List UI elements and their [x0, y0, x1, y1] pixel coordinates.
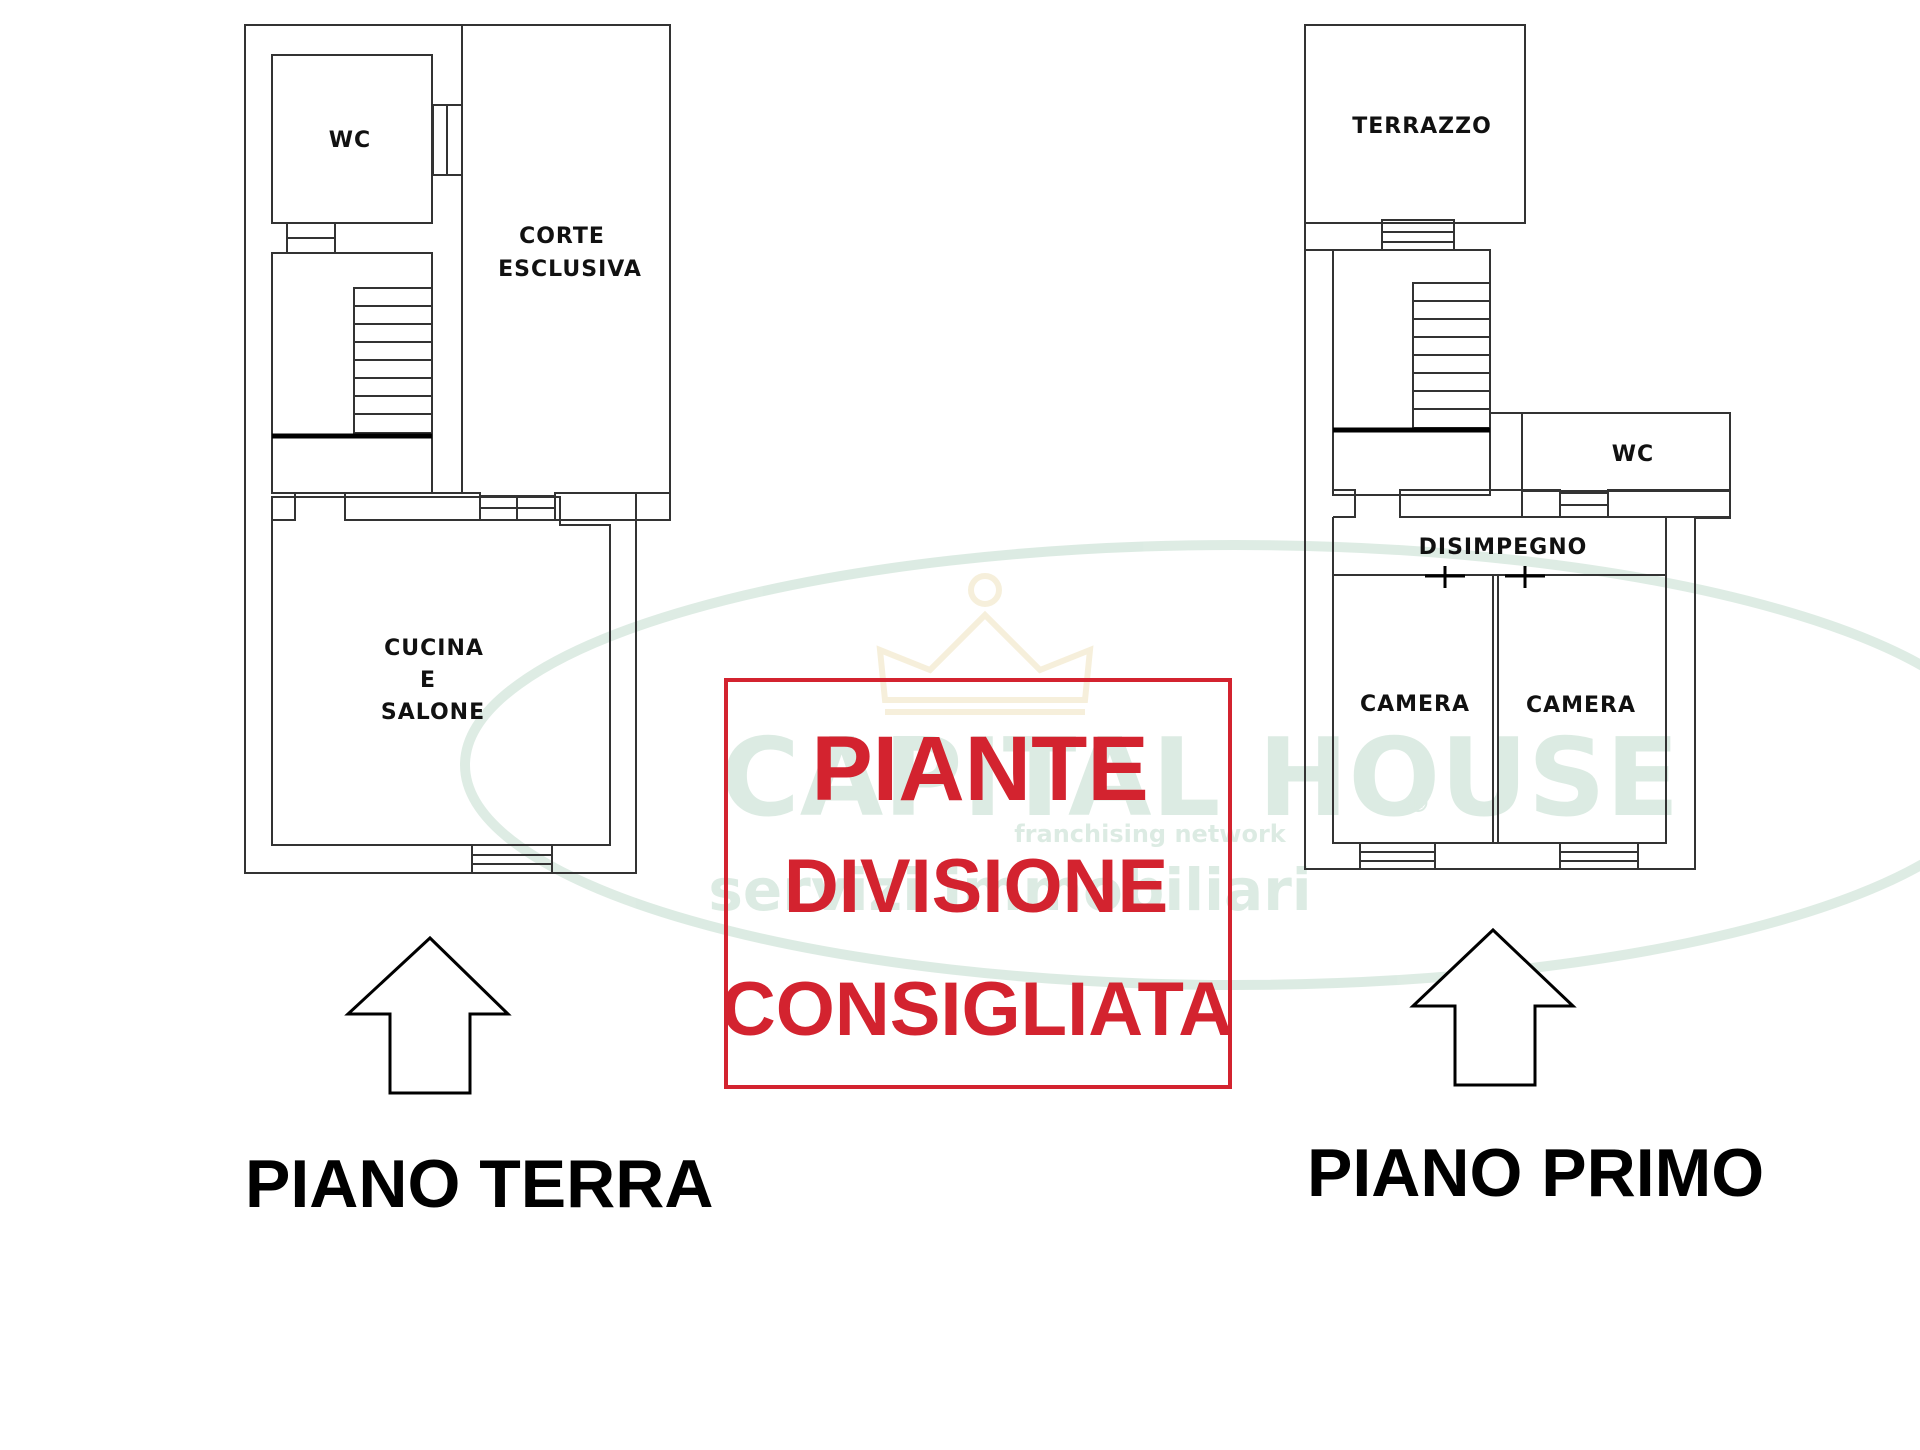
first-window-right: [1559, 842, 1639, 870]
first-bottom-wall: [1434, 842, 1561, 870]
crown-logo-icon: [876, 573, 1094, 715]
first-terrazzo-outline: [1304, 24, 1526, 224]
notice-line-1: PIANTE: [811, 718, 1148, 820]
first-floor-plan: TERRAZZO WC DISIMPEGNO CAMERA CAMERA: [1304, 24, 1731, 870]
watermark-registered: ®: [1405, 789, 1431, 819]
ground-window-bottom: [471, 844, 553, 874]
first-disimpegno-label: DISIMPEGNO: [1419, 535, 1588, 560]
ground-wc-label: WC: [329, 128, 371, 153]
ground-window-partition: [432, 104, 463, 176]
ground-cucina-label-3: SALONE: [381, 700, 485, 725]
ground-floor-title: PIANO TERRA: [245, 1146, 713, 1222]
first-wc-label: WC: [1612, 442, 1654, 467]
first-terrazzo-label: TERRAZZO: [1352, 114, 1492, 139]
notice-line-3: CONSIGLIATA: [721, 967, 1233, 1052]
first-wall-stub: [1333, 489, 1356, 518]
first-door-marks: [1425, 566, 1545, 588]
ground-corte-label-1: CORTE: [519, 224, 605, 249]
ground-door-corte: [479, 495, 556, 521]
up-arrow-icon: [344, 935, 512, 1095]
watermark-tagline: servizi immobiliari: [708, 856, 1311, 924]
first-camera-right-label: CAMERA: [1526, 693, 1636, 718]
ground-wall-right: [554, 492, 671, 521]
up-arrow-icon: [1409, 927, 1577, 1087]
first-window-left: [1359, 842, 1436, 870]
watermark-ellipse: [460, 540, 1920, 990]
first-camera-left-label: CAMERA: [1360, 692, 1470, 717]
notice-box: PIANTE DIVISIONE CONSIGLIATA: [721, 678, 1233, 1089]
ground-outer-wall: [244, 24, 671, 874]
ground-door-wc: [286, 222, 336, 254]
first-stairs: [1412, 282, 1491, 429]
ground-inner-wall: [271, 496, 611, 846]
watermark-network: franchising network: [1014, 820, 1287, 848]
first-floor-title: PIANO PRIMO: [1307, 1135, 1764, 1211]
notice-line-2: DIVISIONE: [784, 844, 1168, 929]
watermark: CAPITAL HOUSE ® franchising network serv…: [460, 540, 1920, 990]
watermark-brand: CAPITAL HOUSE: [721, 716, 1680, 841]
ground-cucina-label-1: CUCINA: [384, 636, 484, 661]
first-door-wc: [1559, 492, 1609, 518]
ground-floor-plan: WC CORTE ESCLUSIVA CUCINA E SALONE: [244, 24, 671, 874]
ground-corte-label-2: ESCLUSIVA: [498, 257, 642, 282]
ground-wall-stub: [272, 492, 296, 521]
first-wall-right: [1607, 489, 1731, 518]
first-door-terrazzo: [1381, 219, 1455, 251]
ground-stairs: [353, 287, 433, 434]
notice-border: [724, 678, 1232, 1089]
ground-cucina-label-2: E: [420, 668, 436, 693]
